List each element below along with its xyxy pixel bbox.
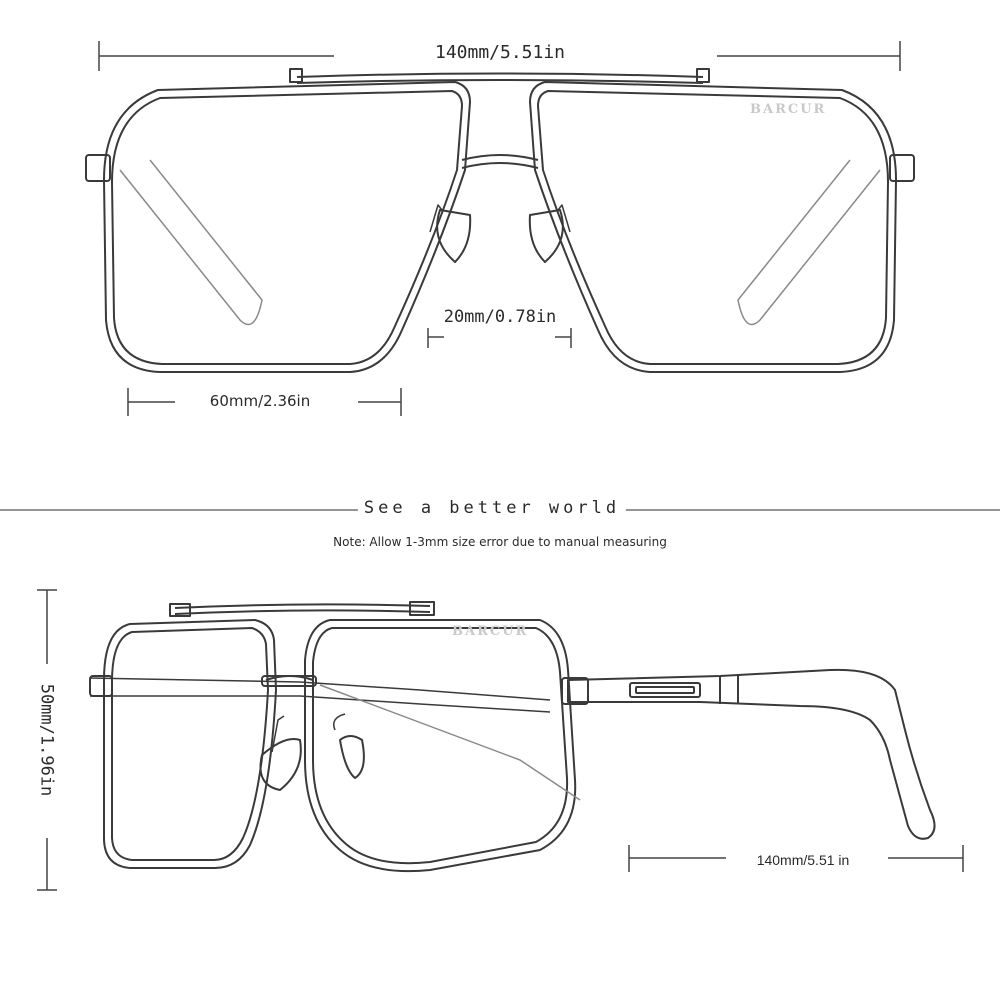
bridge-width-label: 20mm/0.78in bbox=[443, 307, 557, 327]
right-lens-rim bbox=[529, 81, 897, 373]
temple-length-label: 140mm/5.51 in bbox=[756, 852, 850, 868]
left-hinge bbox=[85, 154, 111, 182]
front-measurements bbox=[98, 41, 901, 416]
left-lens-inner bbox=[111, 90, 463, 365]
right-pad-arm bbox=[557, 204, 571, 233]
temple-spring-inner bbox=[635, 686, 695, 694]
far-hinge bbox=[561, 677, 589, 705]
side-pad-arm-left bbox=[271, 715, 285, 753]
near-temple-behind-lower bbox=[90, 695, 551, 713]
right-lens-inner bbox=[537, 90, 889, 365]
total-width-label: 140mm/5.51in bbox=[434, 42, 566, 63]
left-pad-arm bbox=[429, 204, 443, 233]
front-view-glasses bbox=[85, 68, 915, 373]
bar-clip-right bbox=[696, 68, 710, 83]
side-bar-clip-right bbox=[409, 601, 435, 616]
bridge-lower bbox=[461, 162, 539, 169]
top-bar bbox=[296, 72, 704, 78]
bridge bbox=[461, 154, 539, 161]
near-hinge bbox=[89, 675, 113, 697]
far-temple-behind bbox=[319, 684, 581, 801]
side-right-lens-rim bbox=[304, 619, 577, 873]
top-bar-inner bbox=[296, 79, 704, 84]
left-lens-rim bbox=[103, 81, 471, 373]
side-top-bar bbox=[174, 603, 431, 609]
side-left-lens-rim bbox=[103, 619, 277, 869]
side-pad-arm-right bbox=[333, 713, 346, 731]
bar-clip-left bbox=[289, 68, 303, 83]
side-left-lens-inner bbox=[111, 627, 269, 861]
left-temple-behind bbox=[119, 159, 263, 326]
side-top-bar-inner bbox=[174, 609, 431, 615]
side-measurements bbox=[37, 589, 964, 891]
side-nose-pad-left bbox=[259, 738, 302, 791]
temple-spring-slot bbox=[629, 682, 701, 698]
right-temple-behind bbox=[737, 159, 881, 326]
slogan: See a better world bbox=[357, 500, 627, 517]
far-temple bbox=[567, 668, 936, 840]
side-bar-clip-left bbox=[169, 603, 191, 617]
side-nose-pad-right bbox=[339, 735, 365, 779]
brand-mark-side: BARCUR bbox=[452, 624, 529, 639]
measurement-note: Note: Allow 1-3mm size error due to manu… bbox=[333, 535, 667, 549]
right-nose-pad bbox=[528, 209, 564, 263]
near-temple-behind bbox=[89, 677, 551, 701]
lens-height-label: 50mm/1.96in bbox=[36, 683, 57, 797]
left-nose-pad bbox=[436, 209, 472, 263]
right-hinge bbox=[889, 154, 915, 182]
lens-width-label: 60mm/2.36in bbox=[209, 392, 311, 410]
brand-mark-front: BARCUR bbox=[750, 102, 827, 117]
side-right-lens-inner bbox=[312, 627, 569, 865]
side-view-glasses bbox=[89, 601, 936, 873]
